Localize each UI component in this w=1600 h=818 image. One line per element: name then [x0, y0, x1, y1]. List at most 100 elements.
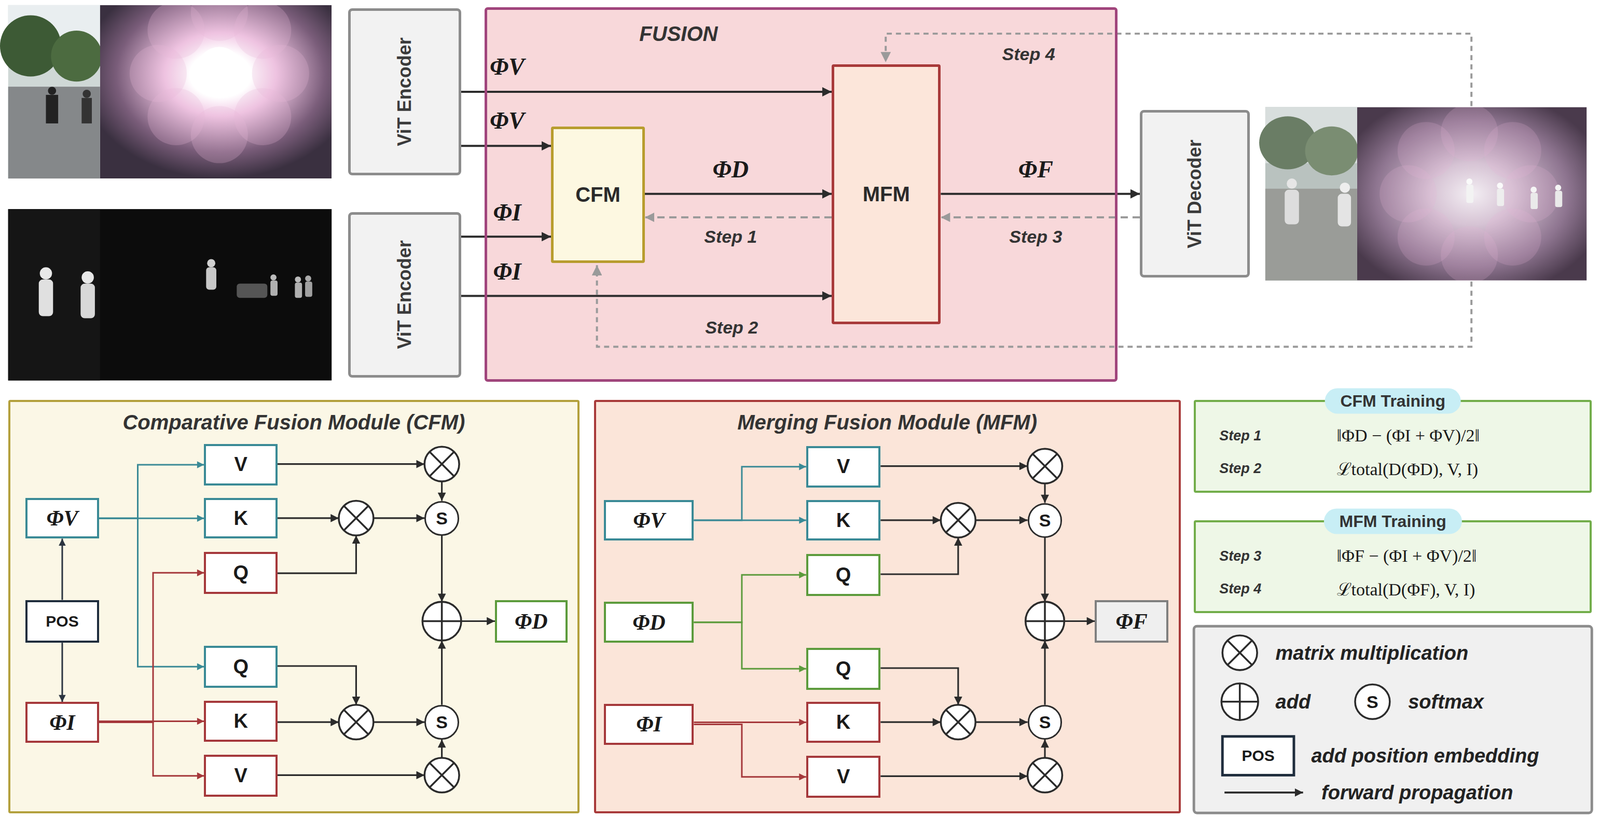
fused-photo: [1305, 126, 1359, 176]
fused-photo: [1339, 182, 1350, 193]
infrared-photo: [81, 271, 94, 284]
formula-text: Step 4: [1219, 580, 1262, 597]
operator-symbol: [945, 710, 971, 735]
attention-wire: [975, 519, 1028, 521]
infrared-photo: [205, 267, 217, 290]
attention-wire: [880, 668, 958, 706]
edge-label: ΦV: [489, 106, 525, 135]
fused-photo: [1530, 192, 1538, 210]
formula-text: ℒtotal(D(ΦF), V, I): [1336, 576, 1476, 601]
connector: [461, 294, 832, 297]
projection-box: V: [806, 755, 881, 798]
node-text: MFM: [862, 182, 910, 206]
operator-symbol: [424, 757, 460, 793]
fused-photo: [1265, 188, 1358, 281]
projection-box: V: [806, 446, 881, 489]
feature-box: ΦD: [494, 600, 568, 644]
operator-symbol: [1032, 763, 1057, 788]
fused-photo: [1338, 194, 1352, 227]
connector: [940, 192, 1140, 196]
infrared-photo: [8, 209, 332, 381]
legend-text: forward propagation: [1321, 781, 1513, 805]
node-text: FUSION: [639, 21, 718, 46]
node-text: K: [836, 509, 851, 532]
attention-wire: [277, 517, 339, 519]
operator-symbol: [424, 446, 460, 482]
attention-wire: [277, 535, 356, 574]
operator-symbol: [1032, 453, 1057, 479]
operator-symbol: [424, 446, 460, 482]
connector: [461, 144, 551, 147]
projection-box: K: [806, 701, 881, 743]
fused-photo: [1259, 104, 1587, 284]
connector: [99, 518, 205, 667]
visible-photo: [100, 5, 332, 179]
visible-photo: [0, 0, 332, 179]
visible-photo: [0, 15, 62, 77]
infrared-photo: [305, 275, 312, 282]
norm-circle: S: [424, 501, 460, 536]
node-text: Q: [835, 657, 852, 681]
operator-symbol: [940, 502, 976, 538]
norm-circle: S: [1027, 503, 1063, 539]
node-text: ViT Encoder: [393, 37, 416, 146]
operator-symbol: [429, 763, 454, 788]
feature-box: ΦI: [25, 701, 100, 743]
attention-wire: [277, 464, 1095, 777]
visible-photo: [233, 5, 292, 59]
attention-wire: [880, 721, 941, 724]
fused-photo: [1284, 189, 1300, 225]
feature-box: ΦV: [25, 498, 100, 540]
attention-wire: [373, 517, 425, 519]
attention-wire: [1043, 537, 1046, 602]
visible-photo: [8, 86, 101, 179]
node-text: ΦD: [514, 609, 548, 634]
connector: [940, 216, 1140, 219]
projection-box: Q: [203, 645, 278, 688]
feature-box: ΦF: [1094, 600, 1169, 644]
formula-text: Step 1: [1219, 427, 1262, 444]
node-text: K: [233, 507, 248, 530]
operator-symbol: [424, 757, 460, 793]
panel-ground: [594, 400, 1181, 813]
formula-text: Step 2: [1219, 460, 1262, 477]
projection-box: Q: [806, 554, 881, 597]
projection-box: V: [203, 754, 278, 797]
operator-symbol: [1025, 601, 1065, 641]
operator-symbol: [940, 502, 976, 538]
legend-text: softmax: [1408, 691, 1484, 714]
visible-photo: [50, 30, 102, 82]
operator-symbol: [422, 601, 462, 641]
node-text: ΦF: [1115, 609, 1148, 634]
fused-photo: [1466, 184, 1474, 203]
infrared-photo: [8, 209, 332, 381]
feedback-line: [597, 33, 1472, 348]
edge-label: ΦI: [492, 257, 521, 286]
operator-symbol: [1025, 601, 1065, 641]
panel-ground: [1193, 520, 1592, 614]
panel-heading: MFM Training: [1323, 508, 1462, 535]
node-text: S: [435, 712, 448, 733]
fused-photo: [1484, 121, 1542, 179]
operator-symbol: [1027, 448, 1063, 484]
edge-label: Step 3: [1009, 226, 1062, 247]
fused-photo: [1466, 178, 1473, 185]
connector: [99, 572, 205, 723]
core-box: MFM: [831, 64, 941, 325]
attention-wire: [1043, 483, 1046, 503]
panel-ground: [1193, 626, 1592, 813]
attention-wire: [1043, 739, 1046, 758]
panel-heading: CFM Training: [1324, 388, 1461, 415]
panel-ground: [8, 7, 1593, 813]
attention-wire: [277, 721, 339, 724]
legend-symbol-text: S: [1366, 692, 1379, 713]
attention-wire: [880, 537, 958, 575]
node-text: ViT Decoder: [1183, 139, 1206, 248]
infrared-photo: [8, 209, 101, 381]
attention-wire: [975, 721, 1028, 724]
projection-box: Q: [203, 552, 278, 595]
operator-symbol: [940, 705, 976, 740]
node-text: ΦI: [636, 711, 662, 737]
goal-panel: MFM TrainingStep 3‖ΦF − (ΦI + ΦV)/2‖Step…: [1193, 520, 1592, 614]
attention-wire: [440, 739, 443, 758]
